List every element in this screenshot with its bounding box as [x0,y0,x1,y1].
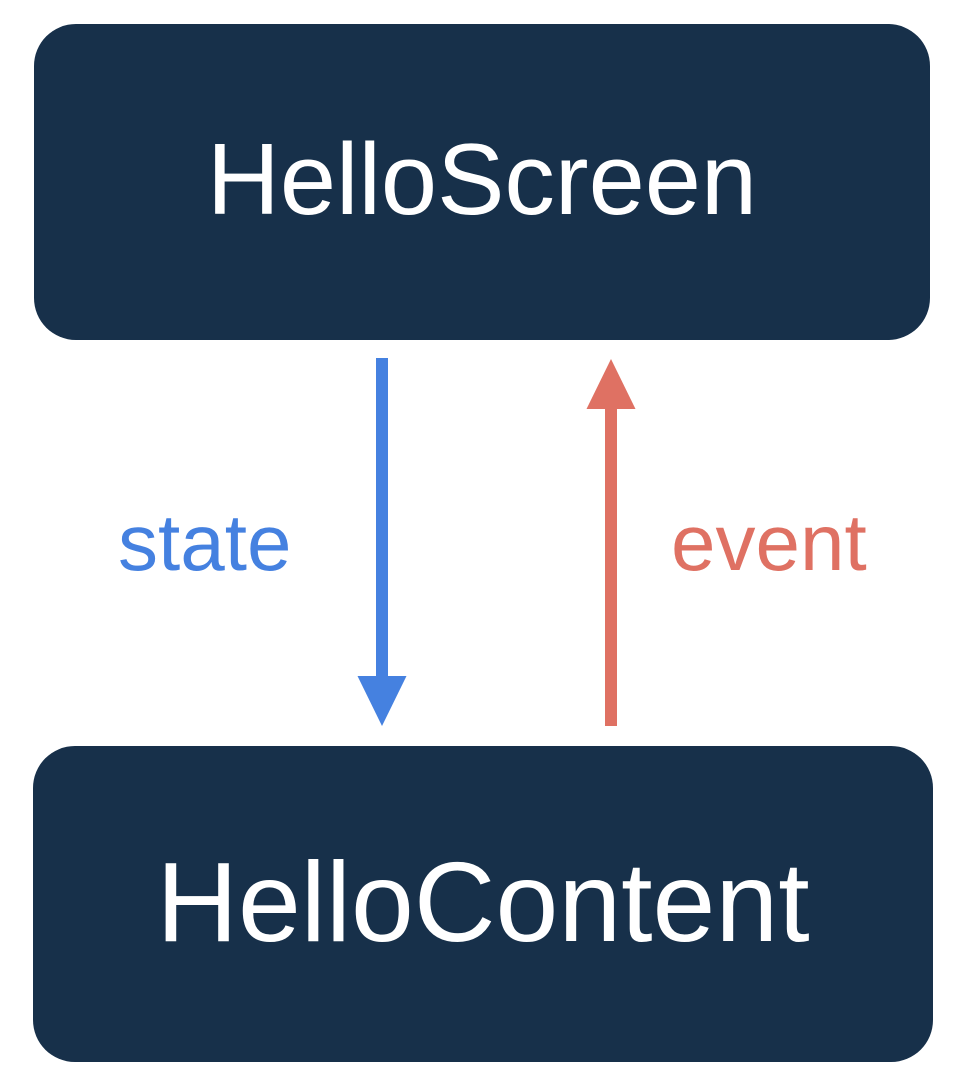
state-arrow-down-icon [357,358,407,726]
edge-label-state: state [118,498,292,587]
edge-label-event: event [671,498,867,587]
node-hello-content-label: HelloContent [156,838,810,965]
node-hello-screen-label: HelloScreen [206,123,758,236]
node-hello-content[interactable]: HelloContent [33,746,933,1062]
node-hello-screen[interactable]: HelloScreen [34,24,930,340]
event-arrow-up-icon [586,359,636,726]
